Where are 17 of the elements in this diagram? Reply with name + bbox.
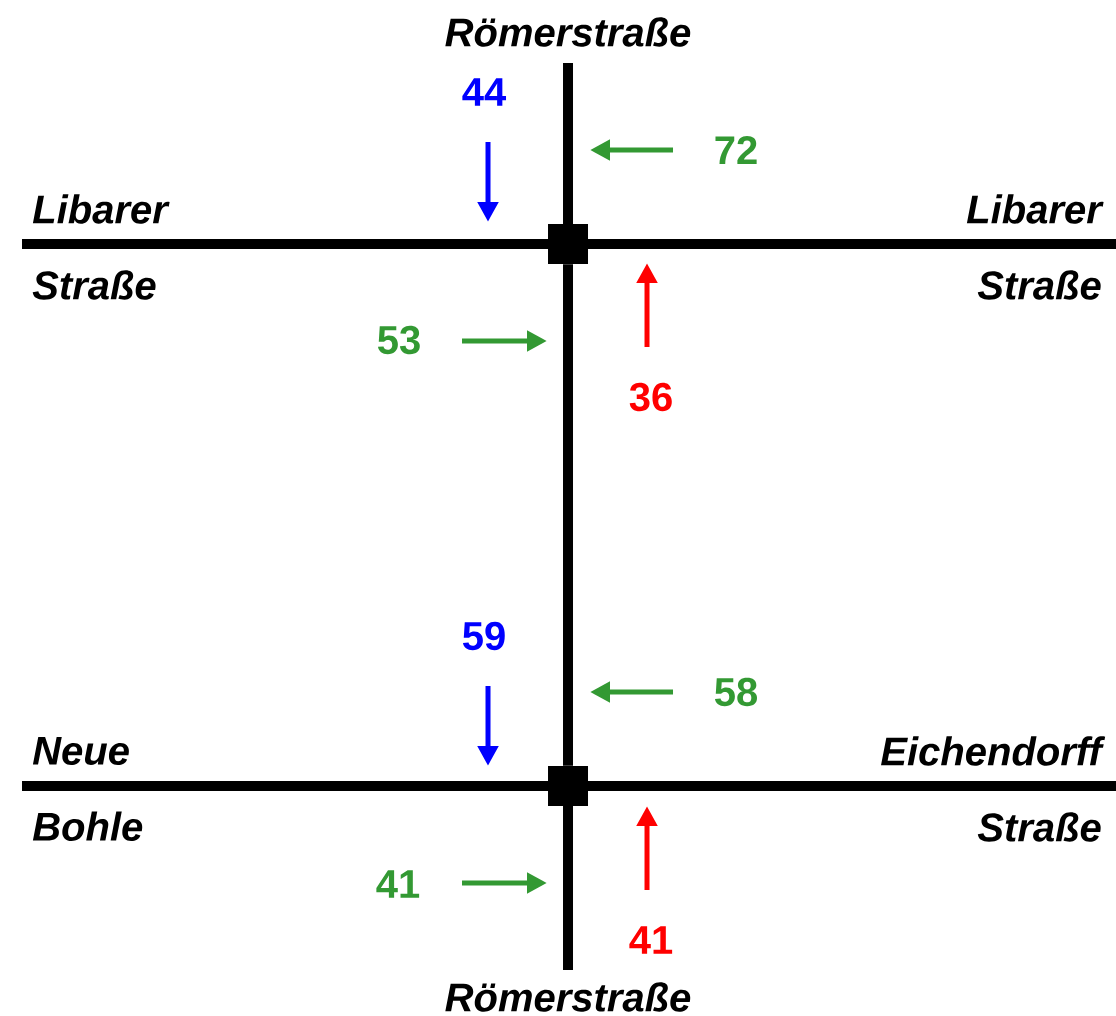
traffic-count: 53 <box>378 325 420 355</box>
road <box>563 264 573 766</box>
street-name: Eichendorff Straße <box>881 736 1106 842</box>
traffic-count: 58 <box>715 677 757 707</box>
street-name: Römerstraße <box>445 982 691 1012</box>
street-name: Libarer Straße <box>966 194 1104 300</box>
traffic-count: 59 <box>463 621 505 651</box>
intersection-square <box>548 224 588 264</box>
intersection-square <box>548 766 588 806</box>
traffic-count: 36 <box>629 382 672 412</box>
street-name: Libarer Straße <box>32 194 170 300</box>
street-name: Römerstraße <box>445 17 691 47</box>
traffic-count: 44 <box>462 78 506 106</box>
street-name: Neue Bohle <box>32 737 143 841</box>
traffic-count: 41 <box>376 870 420 898</box>
traffic-count: 72 <box>715 136 757 164</box>
traffic-count: 41 <box>629 926 673 954</box>
